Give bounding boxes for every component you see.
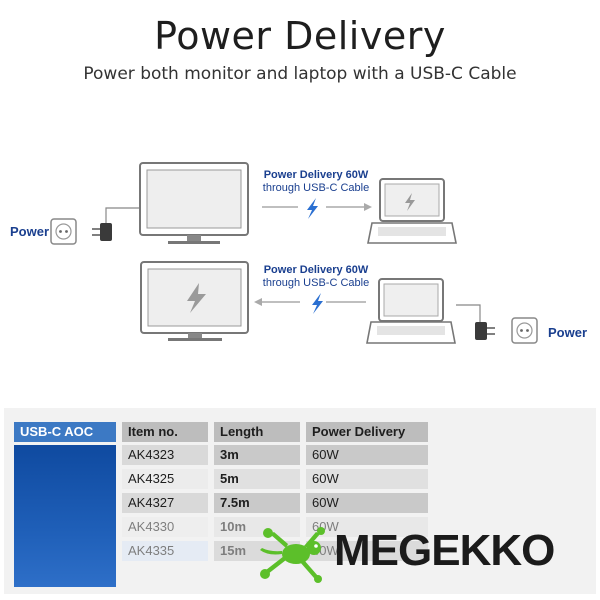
power-delivery-diagram: [50, 162, 538, 344]
power-adapter-icon: [92, 223, 112, 241]
col-header-length: Length: [214, 422, 300, 442]
page-title: Power Delivery: [154, 14, 446, 58]
laptop-top-icon: [367, 178, 457, 244]
col-header-power: Power Delivery: [306, 422, 428, 442]
cell-power: 60W: [306, 445, 428, 465]
cell-power: 60W: [306, 493, 428, 513]
power-label-right: Power: [548, 325, 588, 340]
cell-length: 5m: [214, 469, 300, 489]
cell-item: AK4335: [122, 541, 208, 561]
monitor-top-icon: [139, 162, 249, 244]
power-adapter-icon: [475, 322, 495, 340]
monitor-bottom-icon: [140, 261, 249, 341]
power-label-left: Power: [10, 224, 50, 239]
col-header-item: Item no.: [122, 422, 208, 442]
wall-outlet-icon: [511, 317, 538, 344]
cell-power: 60W: [306, 469, 428, 489]
lightning-icon: [312, 293, 323, 314]
top-pd-label: Power Delivery 60W through USB-C Cable: [262, 169, 370, 194]
cell-length: 10m: [214, 517, 300, 537]
cell-length: 15m: [214, 541, 300, 561]
laptop-bottom-icon: [366, 278, 456, 344]
lightning-icon: [307, 198, 318, 219]
cell-item: AK4323: [122, 445, 208, 465]
cell-item: AK4325: [122, 469, 208, 489]
watermark-text: MEGEKKO: [334, 526, 555, 575]
page-subtitle: Power both monitor and laptop with a USB…: [83, 64, 517, 84]
cell-length: 3m: [214, 445, 300, 465]
cell-item: AK4327: [122, 493, 208, 513]
gecko-logo-icon: [260, 527, 325, 583]
cell-length: 7.5m: [214, 493, 300, 513]
megekko-watermark: MEGEKKO: [256, 524, 596, 584]
wall-outlet-icon: [50, 218, 77, 245]
side-color-block: [14, 445, 116, 587]
bottom-pd-label: Power Delivery 60W through USB-C Cable: [262, 264, 370, 289]
cell-item: AK4330: [122, 517, 208, 537]
side-header: USB-C AOC: [14, 422, 116, 442]
